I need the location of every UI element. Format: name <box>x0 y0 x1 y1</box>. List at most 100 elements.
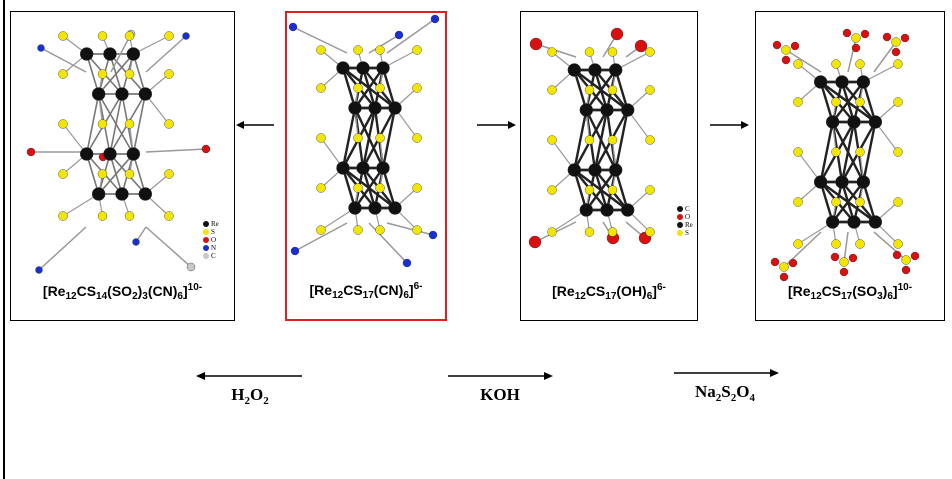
s-atom <box>793 59 803 69</box>
bond <box>585 169 617 211</box>
bond <box>862 121 877 183</box>
o-atom <box>201 144 211 154</box>
o-atom <box>848 253 858 263</box>
re-atom <box>103 47 117 61</box>
bond <box>381 107 397 169</box>
bond <box>341 107 357 169</box>
s-atom <box>353 133 363 143</box>
re-atom <box>835 175 849 189</box>
s-atom <box>316 225 326 235</box>
reagent-na2s2o4: Na2S2O4 <box>695 382 755 404</box>
s-atom <box>831 147 841 157</box>
re-atom <box>579 103 594 117</box>
bond <box>38 226 87 271</box>
bond <box>109 93 123 155</box>
bond <box>292 26 348 54</box>
s-atom <box>316 45 326 55</box>
s-atom <box>58 211 68 221</box>
bond <box>368 222 408 264</box>
re-atom <box>600 203 614 217</box>
bond <box>873 41 897 73</box>
n-atom <box>132 238 140 246</box>
cluster-structure-2 <box>288 14 440 268</box>
s-atom <box>412 133 422 143</box>
bond <box>573 69 588 111</box>
o-atom <box>788 258 798 268</box>
s-atom <box>58 169 68 179</box>
bond <box>614 109 629 171</box>
s-atom <box>58 69 68 79</box>
bond <box>85 153 100 195</box>
bond <box>98 153 134 195</box>
bond <box>614 69 629 111</box>
s-atom <box>855 147 865 157</box>
s-atom <box>97 119 108 129</box>
left-frame-line <box>3 0 5 479</box>
formula-label-2: [Re12CS17(CN)6]6- <box>309 281 423 301</box>
s-atom <box>316 133 326 143</box>
legend-c: C <box>211 252 216 260</box>
bond <box>386 222 434 236</box>
panel-hydroxide-cluster: C O Re S [Re12CS17(OH)6]6- <box>520 11 698 321</box>
cluster-structure-3 <box>528 27 655 249</box>
re-atom <box>588 163 602 177</box>
s-atom <box>164 119 174 129</box>
bond <box>585 69 617 111</box>
bond <box>40 47 87 73</box>
s-atom <box>164 69 174 79</box>
reagent-arrow-na2s2o4 <box>674 369 779 377</box>
bond <box>843 231 849 263</box>
s-atom <box>793 97 803 107</box>
s-atom <box>164 169 174 179</box>
s-atom <box>375 45 385 55</box>
bond <box>145 226 192 268</box>
o-atom <box>839 267 849 277</box>
cluster-structure-4 <box>770 28 920 282</box>
bond <box>354 67 384 109</box>
re-atom <box>356 161 370 175</box>
re-atom <box>579 203 594 217</box>
re-atom <box>825 115 840 129</box>
s-atom <box>547 185 557 195</box>
bond <box>341 167 357 209</box>
bond <box>85 93 100 155</box>
bond <box>831 81 865 123</box>
o-atom <box>790 41 800 51</box>
arrow-right-2 <box>477 121 516 129</box>
bond <box>551 209 587 233</box>
bond <box>381 67 397 109</box>
s-atom <box>893 239 903 249</box>
o-atom <box>634 39 648 53</box>
bond <box>85 53 100 95</box>
s-atom <box>893 147 903 157</box>
s-atom <box>412 183 422 193</box>
s-atom <box>547 85 557 95</box>
n-atom <box>394 30 404 40</box>
atom-legend-3: C O Re S <box>677 205 693 237</box>
n-atom <box>182 32 190 40</box>
bond <box>847 37 857 73</box>
s-atom <box>58 31 68 41</box>
formula-label-3: [Re12CS17(OH)6]6- <box>552 282 666 302</box>
bond <box>145 35 187 73</box>
o-atom <box>892 250 902 260</box>
legend-n: N <box>211 244 217 252</box>
o-atom <box>772 40 782 50</box>
s-atom <box>584 227 595 237</box>
legend-s: S <box>685 229 689 237</box>
o-atom <box>860 29 870 39</box>
o-atom <box>830 252 840 262</box>
n-atom <box>35 266 43 274</box>
panel-cyanide-cluster: [Re12CS17(CN)6]6- <box>285 11 447 321</box>
reagent-arrow-h2o2 <box>196 372 302 380</box>
s-atom <box>97 31 108 41</box>
bond <box>294 222 348 252</box>
o-atom <box>779 272 789 282</box>
formula-label-4: [Re12CS17(SO3)6]10- <box>787 282 913 302</box>
s-atom <box>124 69 135 79</box>
s-atom <box>893 97 903 107</box>
s-atom <box>855 239 865 249</box>
re-atom <box>376 161 390 175</box>
re-atom <box>356 61 370 75</box>
s-atom <box>124 31 135 41</box>
